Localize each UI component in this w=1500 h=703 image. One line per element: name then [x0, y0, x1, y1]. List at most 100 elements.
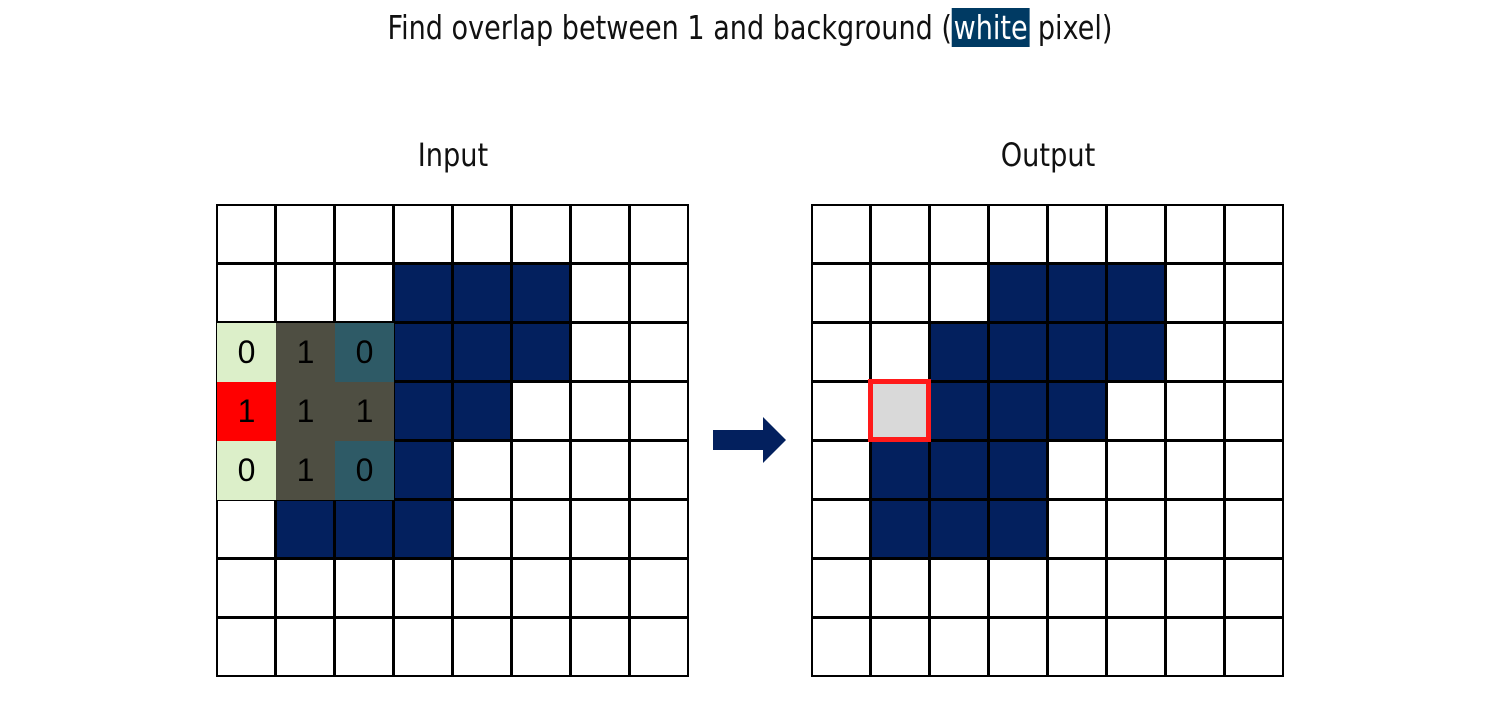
input-cell [452, 440, 512, 500]
output-cell [1047, 381, 1107, 441]
output-cell [870, 204, 930, 264]
input-cell [452, 322, 512, 382]
output-cell [1224, 263, 1284, 323]
right-arrow-icon [713, 417, 786, 463]
input-panel-title: Input [417, 136, 489, 174]
output-cell [929, 263, 989, 323]
input-cell [570, 440, 630, 500]
output-cell [1106, 499, 1166, 559]
output-cell [988, 558, 1048, 618]
input-cell [570, 263, 630, 323]
input-cell [452, 263, 512, 323]
input-cell [452, 499, 512, 559]
output-cell [1165, 558, 1225, 618]
input-cell [452, 558, 512, 618]
input-cell [393, 263, 453, 323]
input-cell [275, 440, 335, 500]
output-cell [870, 263, 930, 323]
input-cell [570, 381, 630, 441]
output-cell [1165, 204, 1225, 264]
output-cell [1106, 558, 1166, 618]
output-cell [1224, 381, 1284, 441]
input-cell [629, 499, 689, 559]
input-cell [393, 440, 453, 500]
output-cell [988, 204, 1048, 264]
input-cell [452, 204, 512, 264]
input-cell [275, 322, 335, 382]
output-cell [1047, 499, 1107, 559]
output-cell [988, 617, 1048, 677]
output-cell [1047, 263, 1107, 323]
output-cell [1224, 204, 1284, 264]
output-cell [811, 381, 871, 441]
input-cell [275, 381, 335, 441]
input-cell [393, 499, 453, 559]
output-cell [1224, 440, 1284, 500]
input-cell [393, 617, 453, 677]
output-cell [929, 322, 989, 382]
input-cell [275, 204, 335, 264]
output-cell [1224, 558, 1284, 618]
input-cell [511, 263, 571, 323]
output-cell [870, 322, 930, 382]
output-cell [1224, 322, 1284, 382]
output-cell [1165, 440, 1225, 500]
output-cell [870, 558, 930, 618]
output-cell [988, 499, 1048, 559]
input-cell [511, 322, 571, 382]
input-cell [570, 322, 630, 382]
input-cell [570, 617, 630, 677]
output-cell [1165, 381, 1225, 441]
input-cell [334, 499, 394, 559]
input-cell [629, 204, 689, 264]
input-cell [629, 440, 689, 500]
figure-title: Find overlap between 1 and background (w… [135, 8, 1365, 47]
output-cell [929, 204, 989, 264]
output-cell [988, 322, 1048, 382]
input-cell [511, 558, 571, 618]
output-grid [811, 204, 1284, 677]
input-cell [570, 558, 630, 618]
output-cell [1165, 617, 1225, 677]
input-cell [393, 558, 453, 618]
input-cell [275, 617, 335, 677]
input-cell [334, 322, 394, 382]
input-cell [393, 322, 453, 382]
output-cell [1106, 381, 1166, 441]
input-cell [334, 558, 394, 618]
arrow-shape [713, 417, 786, 463]
output-cell [1165, 499, 1225, 559]
input-cell [216, 499, 276, 559]
output-cell [811, 617, 871, 677]
input-cell [511, 440, 571, 500]
input-cell [216, 322, 276, 382]
output-cell [1224, 499, 1284, 559]
input-cell [334, 617, 394, 677]
output-cell [1047, 322, 1107, 382]
input-cell [629, 381, 689, 441]
input-cell [275, 263, 335, 323]
input-cell [216, 440, 276, 500]
input-cell [452, 381, 512, 441]
output-cell [988, 381, 1048, 441]
input-cell [570, 499, 630, 559]
input-cell [629, 322, 689, 382]
output-cell [811, 440, 871, 500]
input-cell [275, 499, 335, 559]
output-cell [811, 499, 871, 559]
input-cell [334, 440, 394, 500]
output-cell [988, 440, 1048, 500]
output-cell [988, 263, 1048, 323]
title-highlight-white: white [951, 8, 1030, 47]
output-cell [929, 558, 989, 618]
input-cell [216, 617, 276, 677]
output-cell [870, 499, 930, 559]
input-cell [511, 617, 571, 677]
input-cell [452, 617, 512, 677]
output-cell [1106, 322, 1166, 382]
input-cell [629, 617, 689, 677]
title-suffix: pixel) [1029, 8, 1113, 47]
output-cell [1106, 204, 1166, 264]
input-cell [511, 499, 571, 559]
